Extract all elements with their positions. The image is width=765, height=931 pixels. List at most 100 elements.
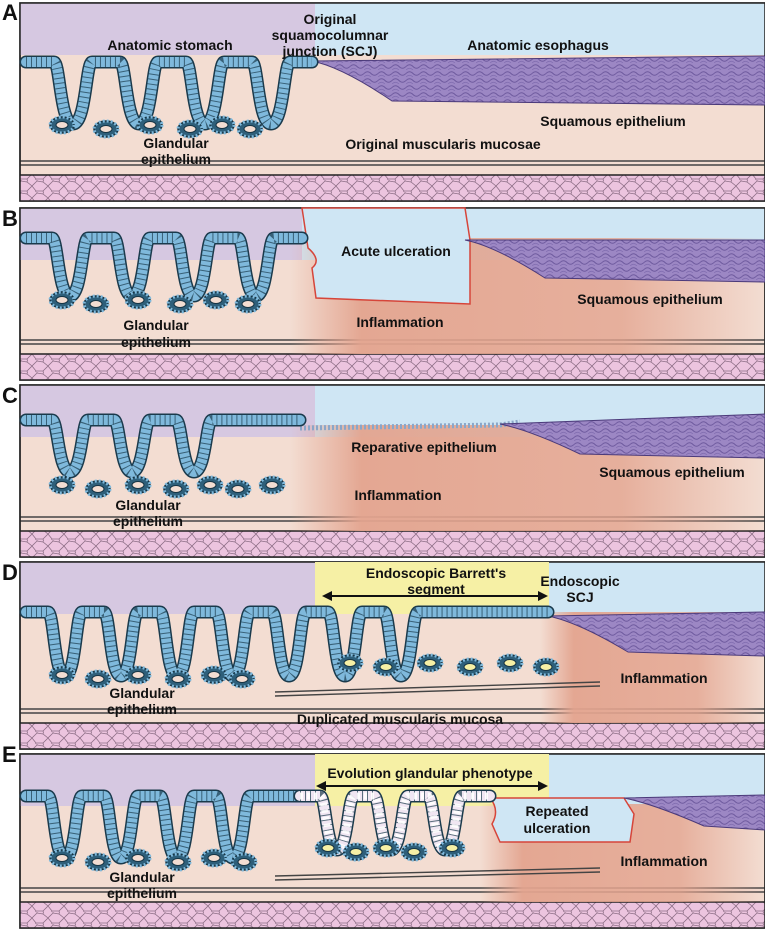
submucosa [20,175,765,201]
b-gland-3 [166,294,194,314]
c-gland-3 [162,479,190,499]
squamous-epithelium-c [499,413,765,459]
label-glandular-b-2: epithelium [121,334,191,350]
panel-letter-e: E [2,742,17,767]
d-barrett-gland-3 [456,657,484,677]
e-barrett-gland-3 [400,842,428,862]
a-gland-3 [176,119,204,139]
e-barrett-gland-0 [314,838,342,858]
acute-ulcer [301,207,471,305]
glandular-epithelium-c [19,413,307,479]
b-gland-1 [82,294,110,314]
d-barrett-gland-2 [416,653,444,673]
submucosa [20,354,765,380]
a-gland-4 [208,115,236,135]
d-barrett-gland-5 [532,657,560,677]
label-barrett-1: Endoscopic Barrett's [366,565,506,581]
d-gland-2 [124,665,152,685]
c-gland-5 [224,479,252,499]
d-gland-5 [228,669,256,689]
c-gland-6 [258,475,286,495]
d-gland-1 [84,669,112,689]
b-gland-5 [234,294,262,314]
label-glandular-e-1: Glandular [109,869,175,885]
label-repeated-ulceration-2: ulceration [524,820,591,836]
label-inflammation-b: Inflammation [356,314,443,330]
duplicated-muscularis-1 [274,681,601,693]
label-evolution-phenotype: Evolution glandular phenotype [327,765,533,781]
d-gland-4 [200,665,228,685]
glandular-epithelium-e [19,789,307,865]
submucosa [20,723,765,749]
a-gland-1 [92,119,120,139]
b-gland-0 [48,290,76,310]
e-barrett-gland-2 [372,838,400,858]
label-glandular-b-1: Glandular [123,317,189,333]
squamous-epithelium-e [623,794,765,831]
label-inflammation-e: Inflammation [620,853,707,869]
label-inflammation-c: Inflammation [354,487,441,503]
panel-letter-a: A [2,0,18,25]
b-gland-4 [202,290,230,310]
squamous-epithelium-a [311,55,765,106]
panel-letter-b: B [2,206,18,231]
squamous-epithelium-b [464,239,765,283]
label-glandular-d-1: Glandular [109,685,175,701]
d-gland-3 [164,669,192,689]
a-gland-0 [48,115,76,135]
label-barrett-2: segment [407,581,465,597]
label-original-scj-1: Original [304,11,357,27]
label-original-scj-2: squamocolumnar [272,27,389,43]
label-glandular-d-2: epithelium [107,701,177,717]
label-endoscopic-scj-1: Endoscopic [540,573,620,589]
squamous-epithelium-d [547,611,765,657]
submucosa [20,902,765,928]
c-gland-4 [196,475,224,495]
e-gland-2 [124,848,152,868]
label-glandular-c-1: Glandular [115,497,181,513]
label-inflammation-d: Inflammation [620,670,707,686]
label-anatomic-stomach: Anatomic stomach [107,37,232,53]
label-anatomic-esophagus: Anatomic esophagus [467,37,609,53]
evolution-arrow [316,781,548,791]
a-gland-2 [136,115,164,135]
d-barrett-gland-4 [496,653,524,673]
panel-a [19,2,765,202]
panel-letter-d: D [2,560,18,585]
label-repeated-ulceration-1: Repeated [525,803,588,819]
label-acute-ulceration: Acute ulceration [341,243,451,259]
label-reparative-epithelium: Reparative epithelium [351,439,497,455]
label-squamous-epithelium-b: Squamous epithelium [577,291,722,307]
barrett-segment-bg [315,562,549,614]
e-barrett-gland-1 [342,842,370,862]
submucosa [20,531,765,557]
duplicated-muscularis-e [274,867,601,877]
a-gland-5 [236,119,264,139]
d-barrett-gland-0 [336,653,364,673]
e-gland-0 [48,848,76,868]
label-squamous-epithelium-c: Squamous epithelium [599,464,744,480]
e-gland-5 [230,852,258,872]
d-barrett-gland-1 [372,657,400,677]
repeated-ulcer [488,797,635,843]
label-original-scj-3: junction (SCJ) [282,43,378,59]
glandular-epithelium-b [19,231,309,303]
label-muscularis-mucosae: Original muscularis mucosae [345,136,541,152]
label-squamous-epithelium-a: Squamous epithelium [540,113,685,129]
c-gland-1 [84,479,112,499]
glandular-epithelium-a [19,55,319,131]
e-gland-4 [200,848,228,868]
e-barrett-gland-4 [438,838,466,858]
label-glandular-a-2: epithelium [141,151,211,167]
label-duplicated-muscularis: Duplicated muscularis mucosa [297,711,503,727]
barrett-segment-arrow [322,591,548,601]
panel-letter-c: C [2,383,18,408]
e-gland-1 [84,852,112,872]
label-glandular-c-2: epithelium [113,513,183,529]
c-gland-2 [124,475,152,495]
e-gland-3 [164,852,192,872]
b-gland-2 [124,290,152,310]
label-endoscopic-scj-2: SCJ [566,589,593,605]
c-gland-0 [48,475,76,495]
